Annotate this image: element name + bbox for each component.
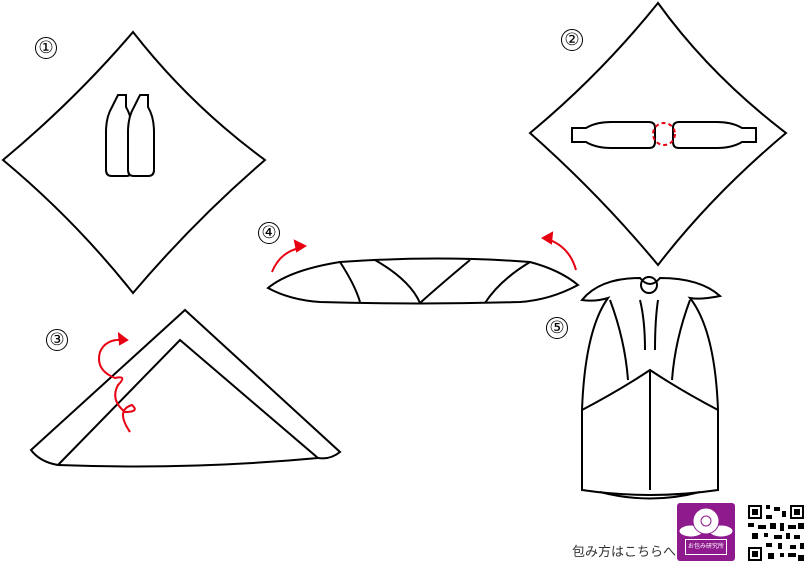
red-arrow-icon [271,247,301,273]
step3-cloth [29,308,342,468]
bottle-icon [672,121,757,149]
bottle-icon [571,121,656,149]
red-arrow-icon [98,338,136,433]
logo-text: お包み研究所 [685,539,727,555]
step-number-3: ③ [46,329,68,351]
flower-icon [678,507,734,538]
step-number-2: ② [561,29,583,51]
step-number-1: ① [35,37,57,59]
step1-cloth [1,30,267,295]
logo[interactable]: お包み研究所 [677,503,735,561]
step5-package [580,276,723,500]
step2-cloth [528,1,788,267]
step-number-4: ④ [258,222,280,244]
qr-code-icon[interactable] [748,505,804,561]
tie-marker [652,122,676,146]
wrapping-guide-link[interactable]: 包み方はこちらへ [572,545,677,560]
step4-roll [266,231,580,305]
step-number-5: ⑤ [546,317,568,339]
bottle-icon [127,94,155,177]
red-arrow-icon [549,239,577,271]
